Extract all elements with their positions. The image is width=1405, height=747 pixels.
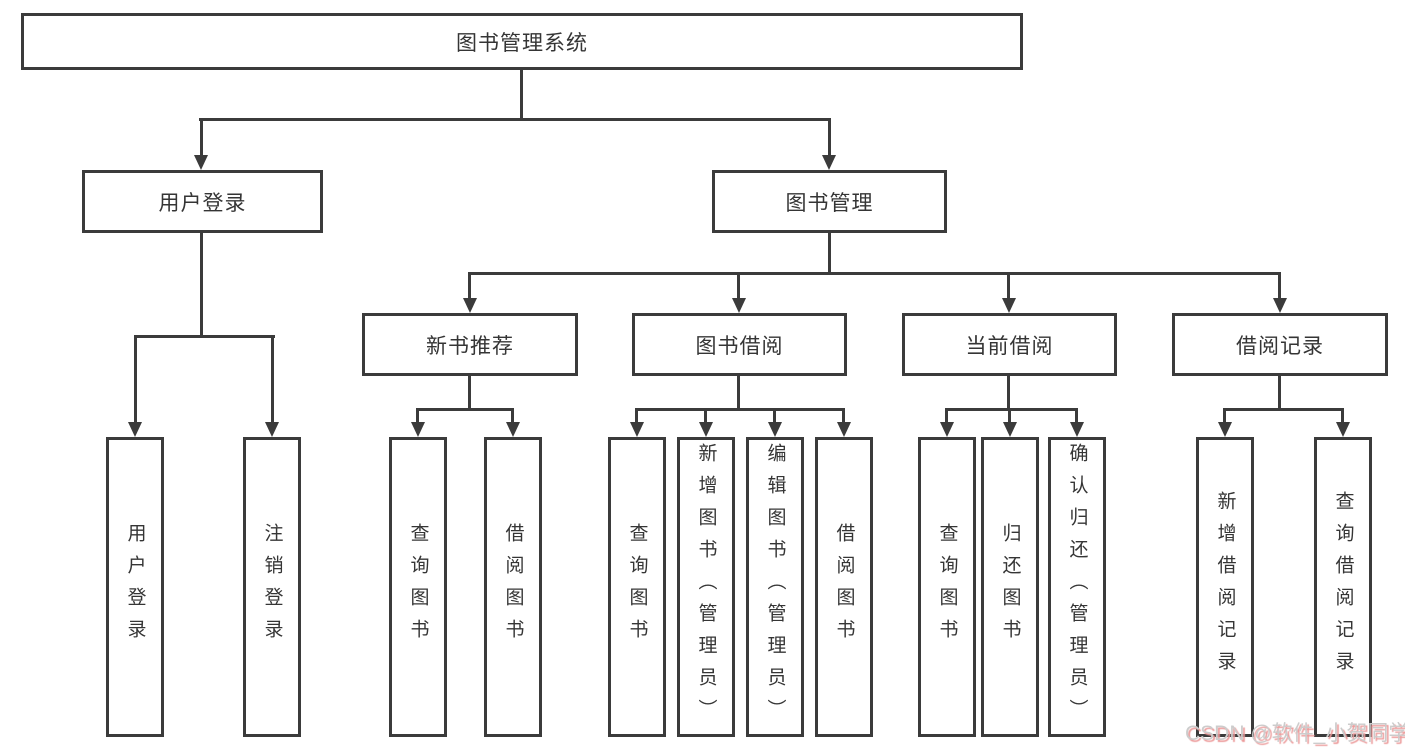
leaf-logout: 注销登录	[243, 437, 301, 737]
node-user-login-label: 用户登录	[158, 191, 247, 215]
arrowhead-d2	[1336, 422, 1350, 437]
leaf-edit-books-admin: 编辑图书（管理员）	[746, 437, 804, 737]
line-drop-user-login	[200, 118, 203, 158]
line-drop-b4	[842, 408, 845, 423]
line-drop-leaf-user-login	[134, 335, 137, 423]
arrowhead-a1	[411, 422, 425, 437]
leaf-query-books-current-label: 查询图书	[936, 523, 958, 651]
node-library-system: 图书管理系统	[21, 13, 1023, 70]
leaf-query-books-recommend: 查询图书	[389, 437, 447, 737]
line-drop-new-book	[468, 272, 471, 300]
node-new-book-recommend-label: 新书推荐	[426, 334, 514, 358]
node-borrow-record-label: 借阅记录	[1236, 334, 1324, 358]
leaf-return-books: 归还图书	[981, 437, 1039, 737]
line-level1-connector	[199, 118, 830, 121]
leaf-query-books-borrow-label: 查询图书	[626, 523, 648, 651]
leaf-query-borrow-record-label: 查询借阅记录	[1332, 491, 1354, 683]
arrowhead-d1	[1218, 422, 1232, 437]
line-root-trunk	[520, 70, 523, 118]
leaf-add-borrow-record-label: 新增借阅记录	[1214, 491, 1236, 683]
line-new-book-connector	[416, 408, 514, 411]
line-user-login-trunk	[200, 233, 203, 335]
line-drop-b2	[704, 408, 707, 423]
arrowhead-b1	[630, 422, 644, 437]
line-borrow-record-trunk	[1278, 376, 1281, 408]
line-drop-borrow-record	[1278, 272, 1281, 300]
node-user-login: 用户登录	[82, 170, 323, 233]
line-current-borrow-trunk	[1007, 376, 1010, 408]
arrowhead-a2	[506, 422, 520, 437]
leaf-return-books-label: 归还图书	[999, 523, 1021, 651]
line-book-borrow-connector	[635, 408, 845, 411]
leaf-confirm-return-admin: 确认归还（管理员）	[1048, 437, 1106, 737]
node-current-borrow: 当前借阅	[902, 313, 1117, 376]
line-drop-c2	[1008, 408, 1011, 423]
arrowhead-book-management	[822, 155, 836, 170]
arrowhead-b2	[699, 422, 713, 437]
leaf-query-books-borrow: 查询图书	[608, 437, 666, 737]
leaf-borrow-books-recommend: 借阅图书	[484, 437, 542, 737]
line-drop-c3	[1075, 408, 1078, 423]
arrowhead-c2	[1003, 422, 1017, 437]
node-current-borrow-label: 当前借阅	[965, 334, 1054, 358]
arrowhead-leaf-logout	[265, 422, 279, 437]
csdn-watermark: CSDN @软件_小贺同学	[1185, 722, 1405, 745]
leaf-logout-label: 注销登录	[261, 523, 283, 651]
leaf-borrow-books-recommend-label: 借阅图书	[502, 523, 524, 651]
line-new-book-trunk	[468, 376, 471, 408]
leaf-add-books-admin: 新增图书（管理员）	[677, 437, 735, 737]
line-current-borrow-connector	[945, 408, 1078, 411]
arrowhead-leaf-user-login	[128, 422, 142, 437]
line-drop-c1	[945, 408, 948, 423]
leaf-edit-books-admin-label: 编辑图书（管理员）	[764, 443, 786, 731]
line-drop-a2	[511, 408, 514, 423]
leaf-borrow-books: 借阅图书	[815, 437, 873, 737]
arrowhead-user-login	[194, 155, 208, 170]
line-borrow-record-connector	[1223, 408, 1344, 411]
node-book-management-label: 图书管理	[785, 191, 874, 215]
leaf-query-books-current: 查询图书	[918, 437, 976, 737]
leaf-borrow-books-label: 借阅图书	[833, 523, 855, 651]
arrowhead-book-borrow	[732, 298, 746, 313]
line-drop-b1	[635, 408, 638, 423]
line-drop-book-management	[828, 118, 831, 158]
line-drop-book-borrow	[737, 272, 740, 300]
line-drop-a1	[416, 408, 419, 423]
line-user-login-connector	[134, 335, 275, 338]
line-drop-b3	[773, 408, 776, 423]
arrowhead-b4	[837, 422, 851, 437]
node-book-management: 图书管理	[712, 170, 947, 233]
arrowhead-c3	[1070, 422, 1084, 437]
arrowhead-b3	[768, 422, 782, 437]
leaf-confirm-return-admin-label: 确认归还（管理员）	[1066, 443, 1088, 731]
arrowhead-borrow-record	[1273, 298, 1287, 313]
line-book-management-trunk	[828, 233, 831, 272]
line-level2-connector	[468, 272, 1281, 275]
node-new-book-recommend: 新书推荐	[362, 313, 578, 376]
leaf-add-borrow-record: 新增借阅记录	[1196, 437, 1254, 737]
leaf-add-books-admin-label: 新增图书（管理员）	[695, 443, 717, 731]
leaf-query-borrow-record: 查询借阅记录	[1314, 437, 1372, 737]
arrowhead-current-borrow	[1002, 298, 1016, 313]
line-drop-leaf-logout	[271, 335, 274, 423]
node-book-borrow: 图书借阅	[632, 313, 847, 376]
arrowhead-c1	[940, 422, 954, 437]
line-drop-d1	[1223, 408, 1226, 423]
arrowhead-new-book	[463, 298, 477, 313]
node-library-system-label: 图书管理系统	[456, 31, 588, 55]
node-borrow-record: 借阅记录	[1172, 313, 1388, 376]
line-drop-current-borrow	[1007, 272, 1010, 300]
line-drop-d2	[1341, 408, 1344, 423]
line-book-borrow-trunk	[737, 376, 740, 408]
leaf-user-login-label: 用户登录	[124, 523, 146, 651]
leaf-query-books-recommend-label: 查询图书	[407, 523, 429, 651]
leaf-user-login: 用户登录	[106, 437, 164, 737]
node-book-borrow-label: 图书借阅	[695, 334, 784, 358]
